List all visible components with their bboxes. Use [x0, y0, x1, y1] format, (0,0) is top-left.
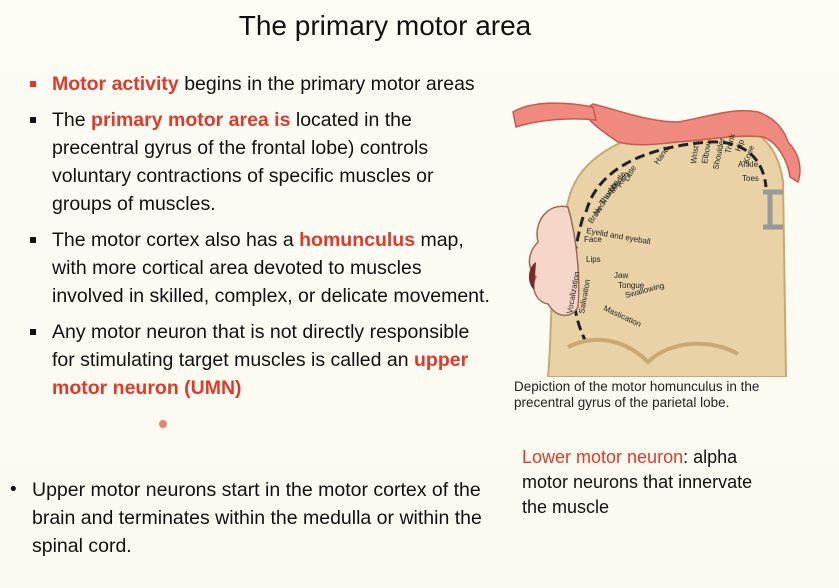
bullet-text: The — [52, 109, 92, 131]
label-ankle: Ankle — [738, 160, 759, 169]
homunculus-body — [585, 103, 801, 184]
square-bullet-marker — [30, 117, 36, 123]
highlight-motor-activity: Motor activity — [52, 73, 179, 95]
square-bullet-marker — [30, 237, 36, 243]
bullet-upper-motor-neurons-start: • Upper motor neurons start in the motor… — [8, 476, 512, 560]
homunculus-face — [528, 205, 580, 316]
homunculus-mouth — [528, 262, 536, 290]
label-jaw: Jaw — [614, 271, 628, 280]
label-elbow: Elbow — [700, 141, 713, 164]
highlight-homunculus: homunculus — [299, 229, 416, 251]
label-wrist: Wrist — [689, 144, 701, 164]
lower-motor-neuron-term: Lower motor neuron — [522, 447, 684, 467]
highlight-primary-motor-area: primary motor area is — [91, 109, 291, 131]
bullet-text: Upper motor neurons start in the motor c… — [32, 479, 482, 557]
cortex-edge-marker — [763, 189, 783, 230]
label-lips: Lips — [586, 255, 601, 264]
bullet-homunculus: The motor cortex also has a homunculus m… — [22, 226, 492, 310]
label-hip: Hip — [733, 138, 746, 153]
bullet-list: Motor activity begins in the primary mot… — [22, 70, 492, 410]
bullet-text: begins in the primary motor areas — [178, 73, 475, 95]
square-bullet-marker — [30, 329, 36, 335]
bullet-primary-motor-area: The primary motor area is located in the… — [22, 106, 492, 218]
round-bullet-marker: • — [10, 479, 17, 500]
figure-caption: Depiction of the motor homunculus in the… — [514, 379, 760, 410]
bullet-text: located in the precentral gyrus of the f… — [52, 109, 434, 215]
bullet-text: The motor cortex also has a — [52, 229, 300, 251]
laser-pointer-dot — [159, 420, 167, 428]
slide-title: The primary motor area — [238, 10, 532, 41]
label-tongue: Tongue — [618, 281, 645, 290]
highlight-upper-motor-neuron: upper motor neuron (UMN) — [52, 349, 469, 399]
cortex-fold — [567, 337, 739, 365]
square-bullet-marker — [30, 81, 36, 87]
precentral-gyrus-outline — [584, 140, 768, 213]
bullet-text: map, with more cortical area devoted to … — [52, 229, 490, 307]
lower-motor-neuron-note: Lower motor neuron: alpha motor neurons … — [522, 445, 782, 520]
homunculus-hand — [512, 102, 597, 128]
label-face: Face — [584, 235, 602, 244]
lower-motor-neuron-definition: : alpha motor neurons that innervate the… — [522, 447, 753, 517]
motor-homunculus-figure: Hip Knee Trunk Shoulder Elbow Wrist Hand… — [512, 102, 801, 377]
bullet-upper-motor-neuron: Any motor neuron that is not directly re… — [22, 318, 492, 402]
bullet-text: Any motor neuron that is not directly re… — [52, 321, 470, 371]
label-toes: Toes — [742, 174, 759, 183]
bullet-motor-activity: Motor activity begins in the primary mot… — [22, 70, 492, 98]
